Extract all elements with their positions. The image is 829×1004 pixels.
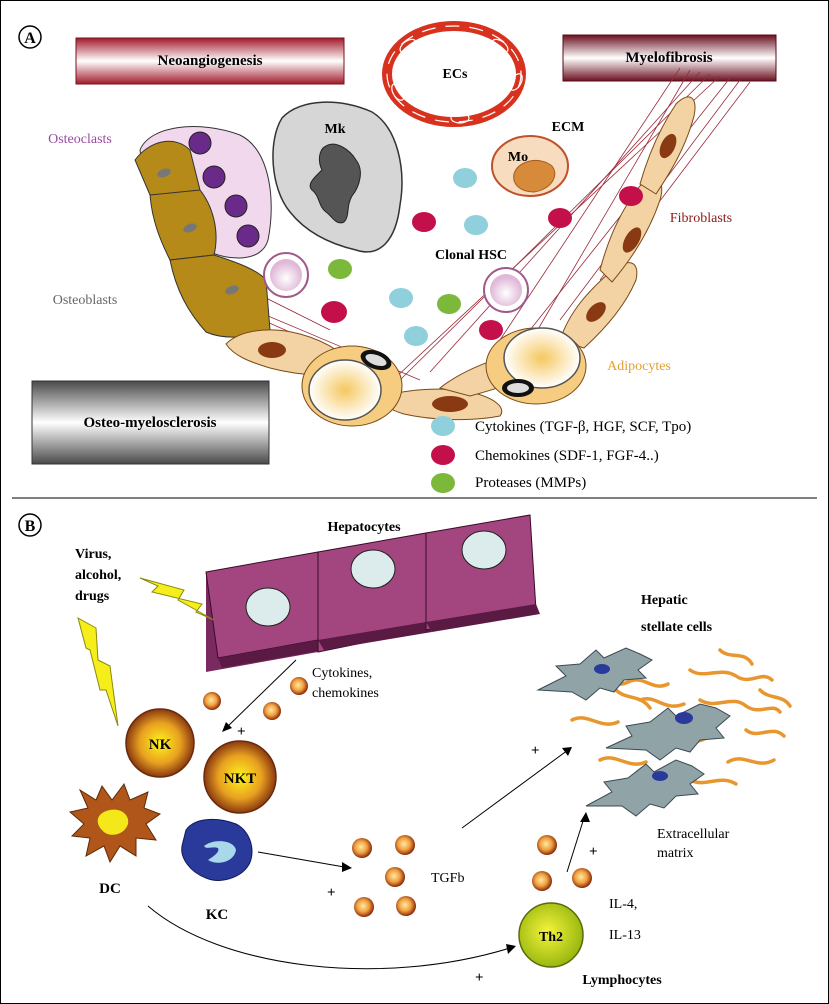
panel-a-letter: A bbox=[24, 30, 36, 47]
plus-sign-stellate: + bbox=[531, 743, 540, 759]
fibroblasts-label: Fibroblasts bbox=[670, 211, 732, 226]
clonal-hsc-cells bbox=[263, 252, 529, 313]
arrowhead bbox=[222, 722, 232, 732]
dc-to-th2-arrow bbox=[147, 905, 511, 970]
osteoclasts-label: Osteoclasts bbox=[48, 132, 112, 147]
legend-cytokines-label: Cytokines (TGF-β, HGF, SCF, Tpo) bbox=[475, 419, 691, 435]
panel-b-marker bbox=[18, 513, 42, 537]
plus-sign-tgfb: + bbox=[327, 885, 336, 901]
osteoblast-cells bbox=[134, 140, 271, 338]
lightning-bolt-upper-icon bbox=[139, 577, 215, 621]
ecm-b-label-line1: Extracellular bbox=[657, 827, 730, 842]
hsc-label-line2: stellate cells bbox=[641, 620, 713, 635]
il-label-line2: IL-13 bbox=[609, 928, 641, 943]
dendritic-cell bbox=[68, 782, 162, 864]
mk-label: Mk bbox=[325, 122, 346, 137]
panel-a-marker bbox=[18, 25, 42, 49]
kc-to-tgfb-arrow bbox=[257, 851, 351, 869]
panel-b-letter: B bbox=[25, 518, 36, 535]
legend-proteases-swatch bbox=[431, 473, 455, 493]
collagen-fibers bbox=[570, 648, 792, 786]
il-particles bbox=[532, 835, 592, 891]
virus-label-line3: drugs bbox=[75, 589, 110, 604]
plus-sign-th2: + bbox=[589, 844, 598, 860]
kupffer-cell bbox=[181, 819, 253, 881]
ecs-label: ECs bbox=[443, 67, 468, 82]
th2-label: Th2 bbox=[539, 930, 563, 945]
plus-sign-dc: + bbox=[475, 970, 484, 986]
legend-chemokines-label: Chemokines (SDF-1, FGF-4..) bbox=[475, 448, 659, 464]
tgfb-label: TGFb bbox=[431, 871, 464, 886]
neoangiogenesis-label: Neoangiogenesis bbox=[158, 53, 263, 69]
myelofibrosis-label: Myelofibrosis bbox=[625, 50, 712, 66]
monocyte bbox=[491, 135, 569, 197]
tgfb-particles bbox=[352, 835, 416, 917]
nk-label: NK bbox=[149, 737, 172, 753]
legend-proteases-label: Proteases (MMPs) bbox=[475, 475, 586, 491]
hsc-label-line1: Hepatic bbox=[641, 593, 688, 608]
neoangiogenesis-box bbox=[75, 37, 345, 85]
plus-sign-nkt: + bbox=[237, 724, 246, 740]
kc-label: KC bbox=[206, 907, 229, 923]
adipocyte-cells bbox=[301, 327, 587, 427]
hepatocyte-to-nkt-arrow bbox=[223, 659, 297, 731]
legend-chemokines-swatch bbox=[431, 445, 455, 465]
dc-label: DC bbox=[99, 881, 121, 897]
virus-label-line1: Virus, bbox=[75, 547, 111, 562]
panel-b: B Hepatocytes Virus, alcohol, drugs Cyto… bbox=[18, 513, 792, 988]
il-label-line1: IL-4, bbox=[609, 897, 637, 912]
mo-label: Mo bbox=[508, 150, 528, 165]
endothelial-vessel bbox=[382, 21, 526, 127]
factor-particles bbox=[321, 168, 643, 346]
nkt-cell bbox=[203, 740, 277, 814]
osteo-myelosclerosis-box bbox=[31, 380, 270, 465]
lymphocytes-label: Lymphocytes bbox=[582, 973, 662, 988]
stellate-cells bbox=[536, 647, 731, 817]
clonal-hsc-label: Clonal HSC bbox=[435, 248, 507, 263]
cytokines-label-line2: chemokines bbox=[312, 686, 379, 701]
cytokines-label-line1: Cytokines, bbox=[312, 666, 372, 681]
osteoblasts-label: Osteoblasts bbox=[53, 293, 118, 308]
tgfb-to-stellate-arrow bbox=[461, 749, 569, 829]
th2-to-stellate-arrow bbox=[566, 817, 585, 873]
legend: Cytokines (TGF-β, HGF, SCF, Tpo) Chemoki… bbox=[431, 416, 691, 493]
lightning-bolt-lower-icon bbox=[77, 616, 119, 727]
osteo-myelosclerosis-label: Osteo-myelosclerosis bbox=[83, 415, 216, 431]
myelofibrosis-box bbox=[562, 34, 777, 82]
ecm-b-label-line2: matrix bbox=[657, 846, 694, 861]
legend-cytokines-swatch bbox=[431, 416, 455, 436]
nk-cell bbox=[125, 708, 195, 778]
th2-cell bbox=[518, 902, 584, 968]
hepatocyte-blocks bbox=[205, 514, 540, 672]
hepatocytes-label: Hepatocytes bbox=[327, 520, 401, 535]
adipocytes-label: Adipocytes bbox=[607, 359, 671, 374]
megakaryocyte bbox=[272, 101, 403, 253]
panel-a: A Neoangiogenesis Myelofibrosis Osteo-my… bbox=[18, 21, 777, 493]
nkt-label: NKT bbox=[224, 771, 257, 787]
ecm-label: ECM bbox=[552, 120, 585, 135]
cytokine-particles-top bbox=[203, 677, 308, 720]
virus-label-line2: alcohol, bbox=[75, 568, 121, 583]
